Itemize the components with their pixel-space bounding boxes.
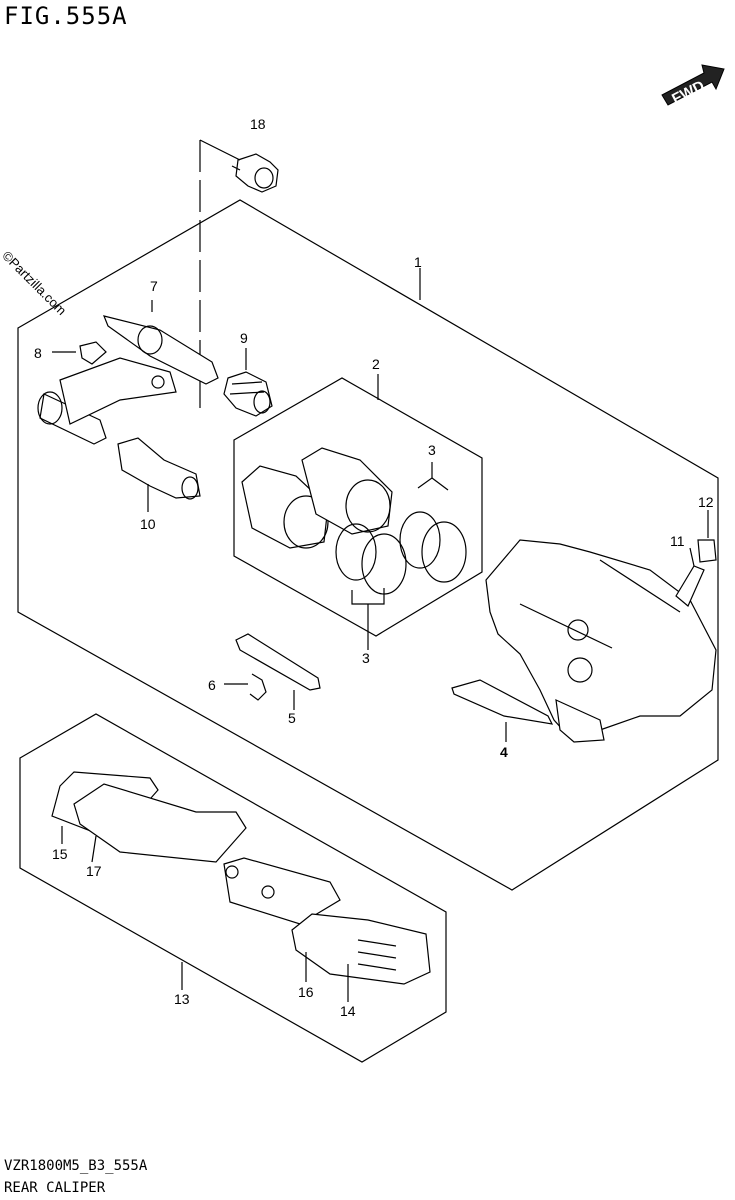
- callout-18: 18: [250, 116, 266, 132]
- figure-title: FIG.555A: [4, 2, 128, 30]
- footer-diagram-code: VZR1800M5_B3_555A: [4, 1158, 148, 1174]
- callout-3-bottom: 3: [362, 650, 370, 666]
- clip-8: [79, 341, 107, 365]
- callout-2: 2: [372, 356, 380, 372]
- shim-16: [291, 913, 431, 985]
- callout-16: 16: [298, 984, 314, 1000]
- callout-9: 9: [240, 330, 248, 346]
- callout-3-top: 3: [428, 442, 436, 458]
- callout-12: 12: [698, 494, 714, 510]
- callout-5: 5: [288, 710, 296, 726]
- callout-6: 6: [208, 677, 216, 693]
- seals-3: [335, 511, 467, 595]
- pin-5: [235, 633, 321, 691]
- callout-14: 14: [340, 1003, 356, 1019]
- callout-7: 7: [150, 278, 158, 294]
- caliper-assembly-frame: [17, 199, 719, 891]
- cap-12: [697, 539, 717, 563]
- callout-13: 13: [174, 991, 190, 1007]
- pistons-2: [241, 447, 393, 549]
- clip-6: [249, 673, 267, 701]
- boot-10: [117, 437, 201, 500]
- slide-pin-7: [37, 315, 219, 445]
- callout-15: 15: [52, 846, 68, 862]
- pad-set-frame: [19, 713, 447, 1063]
- callout-10: 10: [140, 516, 156, 532]
- callout-1: 1: [414, 254, 422, 270]
- boot-9: [223, 371, 273, 417]
- bleeder-11: [675, 565, 705, 607]
- callout-8: 8: [34, 345, 42, 361]
- callout-4: 4: [500, 744, 508, 760]
- pad-spring-4: [451, 679, 554, 725]
- callout-17: 17: [86, 863, 102, 879]
- callout-11: 11: [670, 533, 685, 549]
- brake-pad-14: [223, 857, 341, 925]
- caliper-body: [485, 539, 717, 743]
- bleed-cap-18: [231, 153, 279, 193]
- fwd-arrow-icon: FWD: [661, 64, 725, 108]
- footer-diagram-name: REAR CALIPER: [4, 1180, 106, 1196]
- shim-17: [73, 783, 247, 863]
- piston-kit-frame: [233, 377, 483, 637]
